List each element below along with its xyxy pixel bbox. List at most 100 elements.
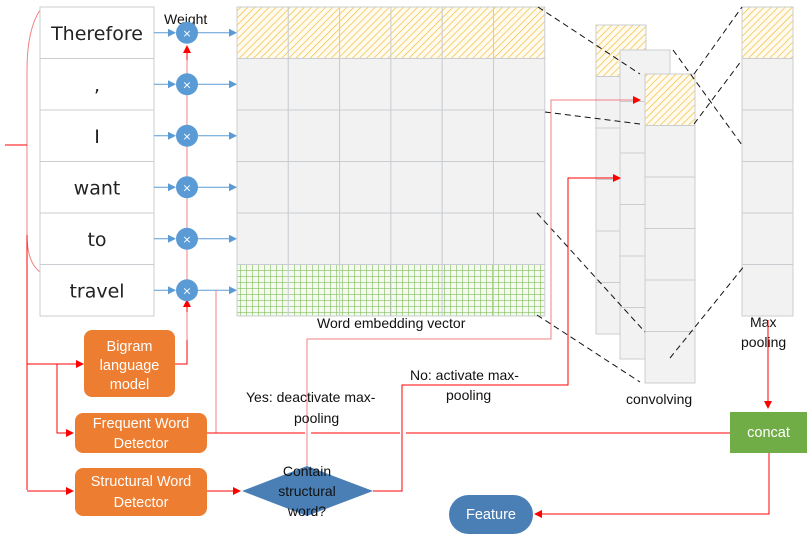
embedding-cell (441, 212, 495, 265)
pooled-cell (741, 264, 794, 317)
conv-cell (644, 73, 696, 126)
embedding-cell (236, 58, 289, 111)
embedding-cell (390, 58, 443, 111)
pooled-cell (741, 109, 794, 162)
word-text: Therefore (50, 23, 143, 45)
embedding-cell (236, 6, 289, 59)
svg-text:language: language (100, 358, 160, 374)
svg-text:Feature: Feature (466, 507, 516, 523)
contains-structural-word-decision[interactable]: Contain structural word? (242, 463, 373, 519)
pooled-cell (741, 161, 794, 214)
embedding-cell (287, 212, 341, 265)
embedding-cell (390, 161, 443, 214)
embedding-cell (339, 109, 392, 162)
multiply-node: × (154, 21, 237, 44)
embedding-cell (339, 264, 392, 317)
pooled-cell (741, 212, 794, 265)
conv-cell (644, 279, 696, 332)
embedding-cell (493, 109, 546, 162)
concat-node[interactable]: concat (730, 412, 807, 453)
multiply-node: × (154, 176, 237, 199)
embedding-cell (339, 161, 392, 214)
embedding-cell (441, 58, 495, 111)
svg-text:Frequent Word: Frequent Word (93, 416, 189, 432)
embedding-cell (493, 6, 546, 59)
weight-multipliers: × × × × × × (154, 21, 237, 302)
embedding-cell (441, 161, 495, 214)
multiply-node: × (154, 73, 237, 96)
multiply-icon: × (182, 78, 191, 91)
bigram-language-model-node[interactable]: Bigram language model (84, 330, 175, 397)
multiply-node: × (154, 227, 237, 250)
embedding-cell (339, 58, 392, 111)
embedding-cell (493, 58, 546, 111)
embedding-cell (390, 109, 443, 162)
word-token: , (39, 58, 155, 111)
embedding-cell (441, 264, 495, 317)
word-token: want (39, 161, 155, 214)
max-pooled-vector (741, 6, 794, 317)
no-label-2: pooling (446, 387, 491, 403)
feature-node[interactable]: Feature (449, 495, 533, 534)
embedding-label: Word embedding vector (317, 315, 466, 331)
word-text: , (94, 74, 100, 96)
word-token: Therefore (39, 6, 155, 59)
max-pooling-label-2: pooling (741, 334, 786, 350)
weight-label: Weight (164, 11, 207, 27)
embedding-cell (493, 264, 546, 317)
multiply-node: × (154, 124, 237, 147)
word-text: want (74, 177, 121, 199)
embedding-cell (236, 109, 289, 162)
word-embedding-matrix (236, 6, 546, 317)
svg-text:Detector: Detector (114, 436, 169, 452)
convolving-label: convolving (626, 391, 692, 407)
multiply-icon: × (182, 27, 191, 40)
embedding-cell (441, 6, 495, 59)
embedding-cell (390, 212, 443, 265)
embedding-cell (287, 6, 341, 59)
word-text: travel (69, 280, 124, 302)
embedding-cell (339, 212, 392, 265)
multiply-icon: × (182, 181, 191, 194)
word-token: I (39, 109, 155, 162)
no-label-1: No: activate max- (410, 367, 519, 383)
max-pooling-label-1: Max (750, 314, 776, 330)
embedding-cell (287, 109, 341, 162)
input-brace (5, 9, 41, 273)
multiply-icon: × (182, 130, 191, 143)
embedding-cell (390, 6, 443, 59)
word-token: travel (39, 264, 155, 317)
svg-text:structural: structural (278, 483, 336, 499)
multiply-icon: × (182, 284, 191, 297)
svg-text:word?: word? (287, 503, 326, 519)
embedding-cell (236, 264, 289, 317)
structural-word-detector-node[interactable]: Structural Word Detector (75, 468, 207, 516)
embedding-cell (236, 212, 289, 265)
svg-text:Bigram: Bigram (107, 339, 153, 355)
word-token: to (39, 212, 155, 265)
embedding-cell (236, 161, 289, 214)
embedding-cell (390, 264, 443, 317)
conv-cell (644, 176, 696, 229)
projection-lines (536, 6, 746, 383)
convolution-feature-maps (595, 24, 696, 384)
word-text: to (87, 229, 106, 251)
embedding-cell (287, 58, 341, 111)
embedding-cell (287, 264, 341, 317)
embedding-cell (287, 161, 341, 214)
embedding-cell (493, 161, 546, 214)
multiply-icon: × (182, 233, 191, 246)
conv-filter-map (644, 73, 696, 384)
red-connectors (26, 96, 772, 518)
svg-text:Structural Word: Structural Word (91, 474, 191, 490)
embedding-cell (339, 6, 392, 59)
pooled-cell (741, 6, 794, 59)
word-text: I (94, 126, 100, 148)
conv-cell (644, 125, 696, 178)
svg-text:model: model (110, 377, 150, 393)
frequent-word-detector-node[interactable]: Frequent Word Detector (75, 413, 207, 453)
svg-text:Contain: Contain (283, 463, 331, 479)
yes-label-1: Yes: deactivate max- (246, 389, 376, 405)
